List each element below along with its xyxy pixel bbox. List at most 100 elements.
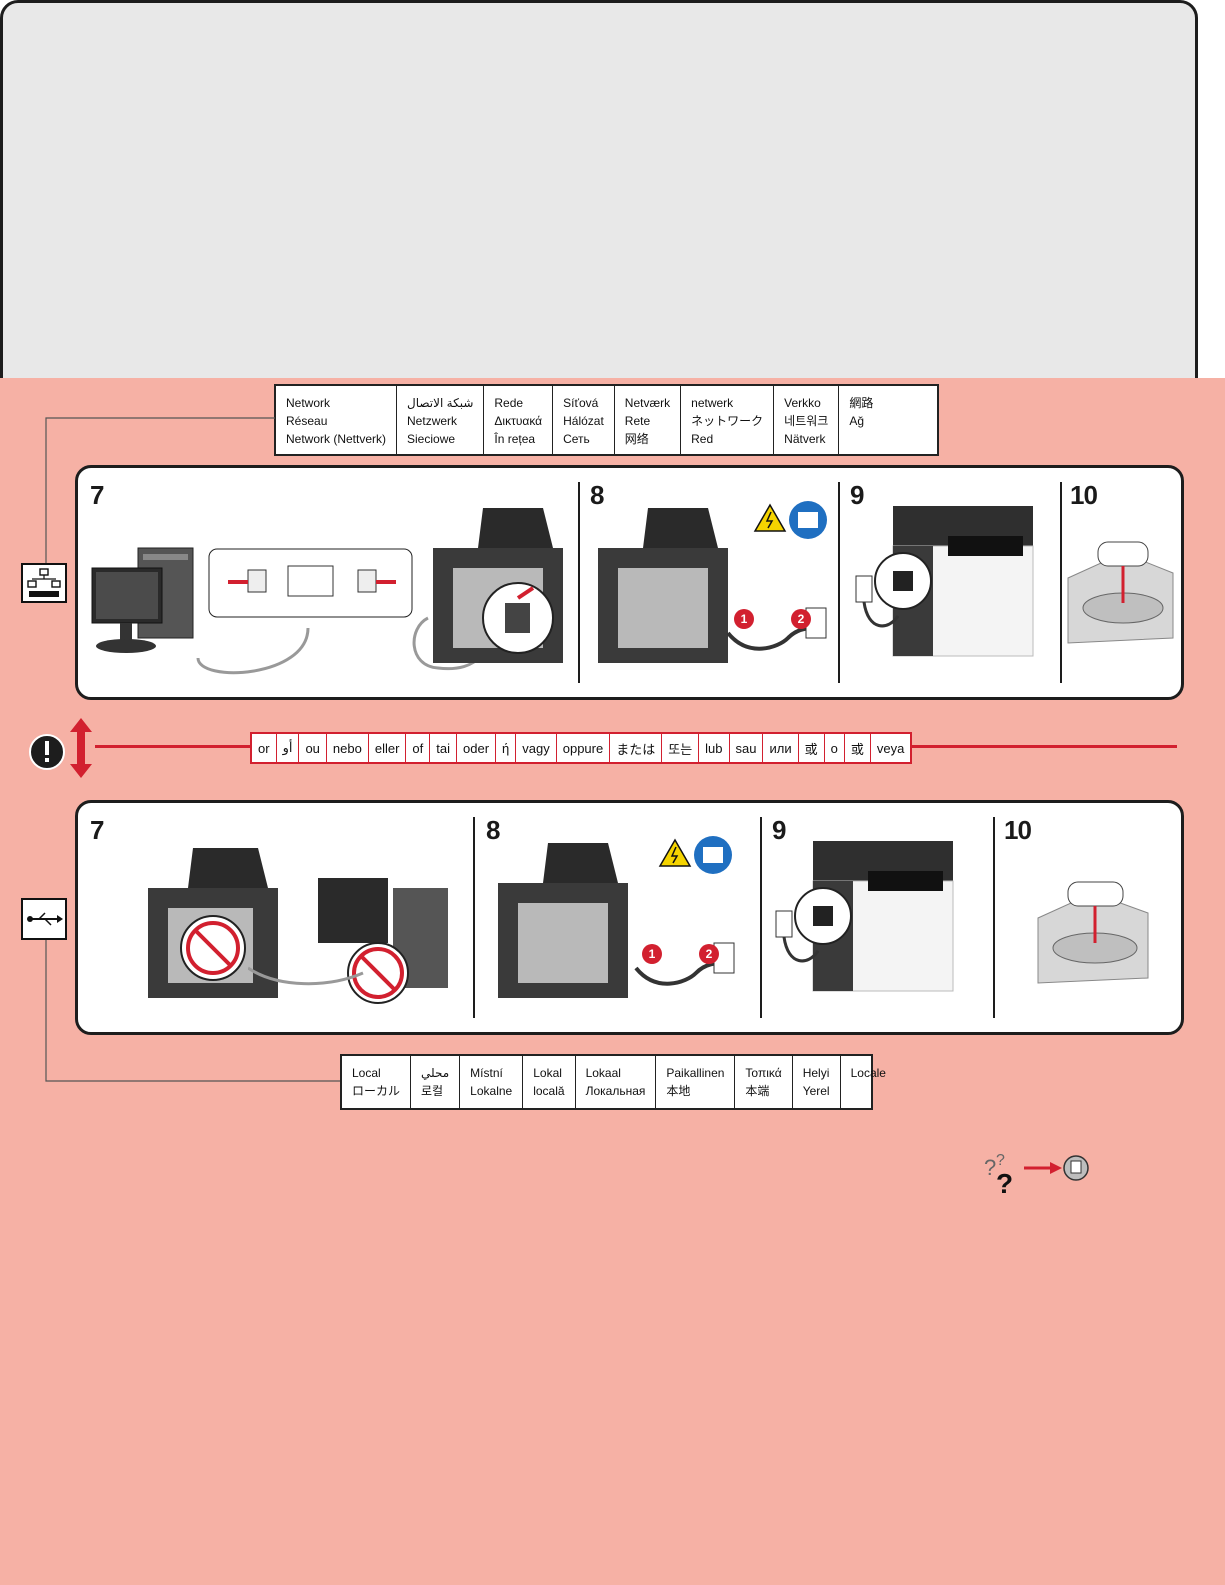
network-steps-panel: 7 8 9 10	[75, 465, 1184, 700]
legend-label: Δικτυακά	[494, 414, 543, 428]
cd-tray-illustration	[1037, 881, 1149, 984]
legend-label: Red	[691, 432, 714, 446]
legend-label: Paikallinen	[666, 1066, 725, 1080]
badge-1-text: 1	[741, 612, 748, 626]
or-label: 或	[845, 734, 871, 762]
or-label: tai	[430, 734, 457, 762]
or-label: oder	[457, 734, 497, 762]
legend-label: 网络	[624, 432, 649, 446]
legend-label: Network	[286, 396, 331, 410]
or-label: または	[610, 734, 663, 762]
manual-book-icon	[694, 836, 732, 874]
badge-1-text: 1	[649, 947, 656, 961]
cd-help-icon	[1063, 1155, 1089, 1181]
legend-label: Sieciowe	[407, 432, 456, 446]
or-label: o	[825, 734, 845, 762]
cd-tray-illustration	[1067, 541, 1174, 644]
usb-icon	[21, 898, 67, 940]
legend-label: 網路	[849, 396, 874, 410]
or-label: или	[763, 734, 799, 762]
badge-2: 2	[791, 609, 811, 629]
local-step-8: 8	[486, 815, 501, 845]
local-steps-panel: 7 8 9 10 1 2	[75, 800, 1184, 1035]
printer-rear-power-illustration	[498, 843, 628, 998]
badge-1: 1	[642, 944, 662, 964]
legend-label: Локальная	[585, 1084, 646, 1098]
legend-label: Lokalne	[470, 1084, 513, 1098]
or-label: of	[406, 734, 431, 762]
or-label: lub	[699, 734, 730, 762]
local-step-10: 10	[1004, 815, 1032, 845]
printer-front-power-illustration	[855, 506, 1034, 657]
manual-book-icon	[789, 501, 827, 539]
electric-hazard-icon	[753, 503, 787, 532]
local-connector-line	[45, 940, 340, 1082]
local-step-9: 9	[772, 815, 787, 845]
or-label: eller	[369, 734, 407, 762]
legend-label: Netværk	[624, 396, 671, 410]
or-label: 또는	[662, 734, 700, 762]
or-label: vagy	[516, 734, 557, 762]
legend-label: Network (Nettverk)	[286, 432, 387, 446]
arrow-right-icon	[1024, 1162, 1062, 1174]
svg-text:?: ?	[996, 1168, 1013, 1197]
or-label: or	[252, 734, 277, 762]
legend-label: ローカル	[352, 1084, 401, 1098]
power-cord-illustration	[726, 607, 827, 651]
divider	[993, 817, 995, 1018]
usb-cable-illustration	[248, 966, 364, 986]
or-label: ou	[299, 734, 327, 762]
question-marks-icon: ? ? ?	[984, 1152, 1013, 1197]
legend-label: شبكة الاتصال	[407, 396, 474, 410]
divider	[473, 817, 475, 1018]
printer-rear-power-illustration	[598, 508, 728, 663]
legend-label: Netzwerk	[407, 414, 458, 428]
printer-usb-illustration	[148, 848, 278, 998]
divider	[760, 817, 762, 1018]
divider	[578, 482, 580, 683]
legend-label: Rete	[624, 414, 651, 428]
or-label: sau	[730, 734, 764, 762]
legend-label: Τοπικά	[745, 1066, 782, 1080]
printer-front-power-illustration	[775, 841, 954, 992]
network-hub-diagram	[208, 548, 413, 618]
legend-label: Síťová	[563, 396, 599, 410]
or-label: veya	[876, 740, 905, 756]
network-connector-line	[45, 417, 275, 564]
legend-label: În rețea	[494, 432, 536, 446]
badge-2-text: 2	[798, 612, 805, 626]
legend-label: Lokal	[533, 1066, 562, 1080]
network-step-10: 10	[1070, 480, 1098, 510]
electric-hazard-icon	[658, 838, 692, 867]
network-step-8: 8	[590, 480, 605, 510]
svg-text:?: ?	[984, 1155, 996, 1180]
legend-label: Réseau	[286, 414, 328, 428]
legend-label: netwerk	[691, 396, 734, 410]
or-label: أو	[277, 734, 300, 762]
legend-label: 로컬	[421, 1084, 444, 1098]
legend-label: Locale	[850, 1066, 886, 1080]
badge-2: 2	[699, 944, 719, 964]
double-arrow-icon	[70, 718, 92, 778]
legend-label: Helyi	[802, 1066, 830, 1080]
printer-rear-illustration	[433, 508, 563, 663]
legend-label: Místní	[470, 1066, 503, 1080]
